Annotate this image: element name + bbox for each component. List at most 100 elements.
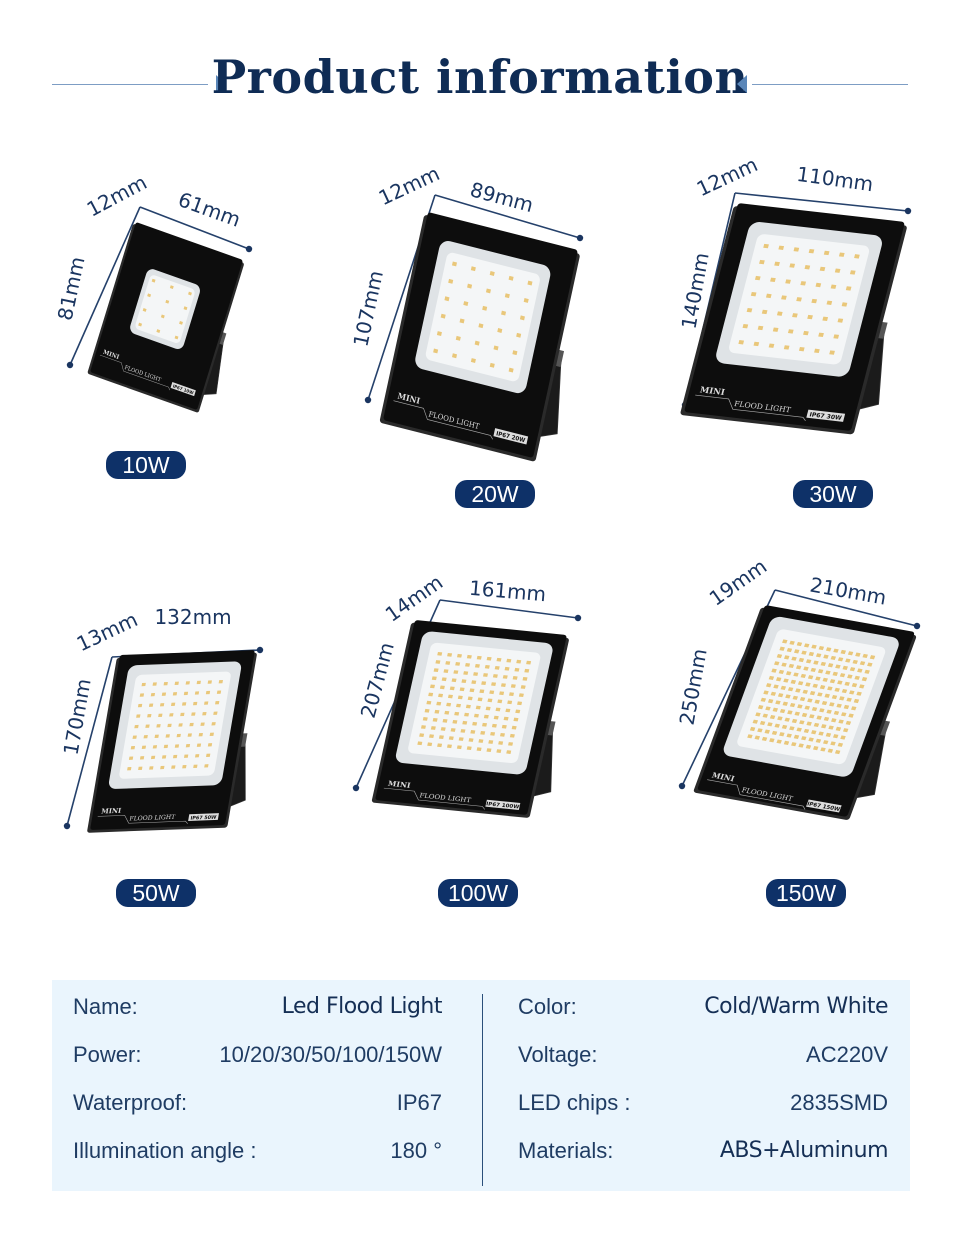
led-chip — [823, 250, 830, 256]
led-chip — [474, 340, 480, 346]
led-chip — [793, 247, 800, 252]
led-chip — [196, 680, 201, 685]
spec-value: IP67 — [396, 1090, 442, 1115]
led-chip — [445, 661, 451, 665]
led-chip — [780, 685, 787, 690]
led-chip — [817, 669, 824, 674]
led-chip — [801, 712, 808, 718]
led-chip — [456, 653, 462, 658]
led-chip — [844, 681, 850, 686]
led-chip — [829, 679, 836, 684]
led-chip — [854, 675, 860, 680]
led-chip — [152, 682, 157, 686]
wattage-badge: 50W — [116, 879, 196, 907]
led-chip — [770, 691, 777, 696]
led-chip — [523, 298, 529, 303]
led-chip — [159, 703, 165, 707]
led-chip — [820, 747, 826, 752]
led-chip — [854, 254, 860, 259]
led-chip — [823, 716, 830, 722]
led-chip — [845, 658, 851, 663]
led-chip — [138, 322, 143, 327]
led-chip — [851, 706, 857, 711]
led-chip — [450, 728, 456, 732]
led-chip — [497, 699, 503, 704]
led-chip — [791, 742, 797, 747]
led-chip — [776, 739, 782, 744]
led-chip — [474, 664, 480, 668]
led-chip — [509, 733, 515, 738]
led-chip — [808, 737, 814, 742]
led-chip — [466, 654, 472, 659]
led-chip — [180, 712, 185, 717]
led-chip — [142, 308, 147, 312]
height-label: 170mm — [59, 677, 96, 757]
led-chip — [485, 706, 491, 711]
led-chip — [805, 682, 811, 687]
led-chip — [781, 662, 787, 667]
led-chip — [805, 659, 812, 664]
led-chip — [139, 756, 145, 760]
led-chip — [473, 713, 479, 718]
dimension-endpoint — [63, 822, 71, 830]
led-board — [737, 629, 886, 765]
led-chip — [807, 698, 813, 703]
led-chip — [818, 731, 824, 736]
led-chip — [520, 685, 526, 689]
led-chip — [794, 649, 800, 654]
led-chip — [185, 681, 190, 685]
led-chip — [433, 668, 439, 672]
led-chip — [218, 679, 223, 684]
led-chip — [757, 728, 763, 733]
led-chip — [783, 345, 790, 350]
led-chip — [795, 665, 802, 670]
led-chip — [834, 687, 840, 692]
led-chip — [509, 692, 515, 697]
led-chip — [761, 736, 768, 742]
led-board — [408, 642, 541, 764]
led-chip — [812, 683, 818, 688]
led-chip — [158, 713, 163, 717]
led-chip — [508, 742, 514, 746]
led-chip — [785, 279, 791, 284]
led-chip — [134, 724, 139, 729]
led-chip — [806, 721, 812, 726]
led-chip — [465, 663, 471, 667]
dimension-endpoint — [245, 245, 253, 253]
led-chip — [453, 670, 459, 674]
led-chip — [449, 686, 455, 691]
led-chip — [147, 293, 152, 298]
led-chip — [793, 734, 800, 739]
led-chip — [476, 747, 482, 752]
led-chip — [438, 693, 444, 698]
dimension-endpoint — [256, 646, 264, 654]
led-chip — [777, 693, 784, 698]
led-chip — [183, 306, 188, 311]
led-chip — [815, 738, 822, 743]
led-chip — [847, 674, 853, 679]
mini-mark: MINI — [101, 807, 122, 816]
led-chip — [433, 348, 439, 354]
led-chip — [127, 767, 132, 771]
spec-row: Illumination angle :180 ° — [73, 1136, 442, 1166]
led-chip — [757, 705, 764, 710]
led-chip — [753, 341, 760, 347]
led-chip — [165, 299, 170, 304]
led-chip — [842, 665, 848, 670]
led-chip — [516, 659, 522, 664]
led-chip — [472, 721, 478, 726]
flood-mark: FLOOD LIGHT — [129, 814, 177, 823]
led-chip — [855, 652, 861, 657]
led-chip — [823, 654, 829, 659]
led-chip — [849, 690, 855, 695]
led-chip — [161, 755, 167, 759]
led-chip — [427, 742, 433, 747]
led-chip — [864, 669, 870, 674]
spec-value: 10/20/30/50/100/150W — [219, 1042, 442, 1067]
led-chip — [785, 694, 791, 699]
led-chip — [194, 691, 200, 695]
led-chip — [830, 741, 836, 746]
led-chip — [819, 708, 825, 713]
